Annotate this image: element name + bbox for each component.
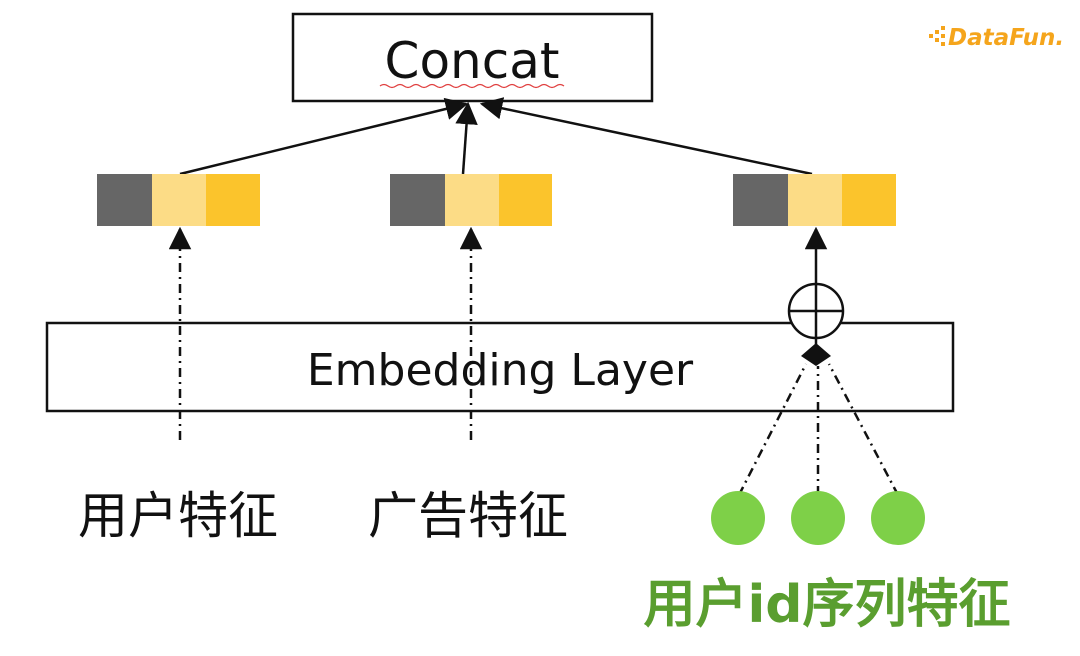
embedding-vector-sequence — [733, 174, 896, 226]
concat-box — [291, 12, 654, 103]
feature-label-user: 用户特征 — [78, 487, 278, 545]
embedding-vector-ad — [390, 174, 552, 226]
sequence-node-2 — [791, 491, 845, 545]
arrow-seq-node-3 — [827, 363, 900, 496]
sum-pooling-icon — [787, 282, 845, 340]
datafun-logo: DataFun. — [929, 25, 1064, 51]
embedding-segment-gold — [842, 174, 896, 226]
embedding-segment-dark — [97, 174, 152, 226]
concat-label: Concat — [385, 32, 560, 90]
sequence-node-3 — [871, 491, 925, 545]
logo-dots-icon — [929, 26, 945, 46]
embedding-segment-gold — [499, 174, 552, 226]
embedding-segment-light — [152, 174, 206, 226]
logo-text: DataFun. — [948, 25, 1064, 51]
embedding-segment-light — [445, 174, 499, 226]
embedding-segment-dark — [390, 174, 445, 226]
feature-label-ad: 广告特征 — [368, 487, 568, 545]
embedding-layer-label: Embedding Layer — [307, 345, 694, 396]
embedding-segment-light — [788, 174, 842, 226]
spellcheck-underline — [379, 83, 565, 89]
arrow-user-to-concat — [179, 97, 469, 176]
merge-arrowhead-icon — [801, 343, 831, 366]
feature-label-sequence: 用户id序列特征 — [643, 575, 1010, 635]
embedding-segment-gold — [206, 174, 260, 226]
embedding-vector-user — [97, 174, 260, 226]
sequence-node-1 — [711, 491, 765, 545]
arrow-seq-to-concat — [479, 97, 813, 176]
embedding-layer-box — [45, 321, 955, 413]
embedding-segment-dark — [733, 174, 788, 226]
arrow-seq-node-1 — [737, 363, 808, 496]
arrow-ad-to-concat — [455, 101, 478, 175]
